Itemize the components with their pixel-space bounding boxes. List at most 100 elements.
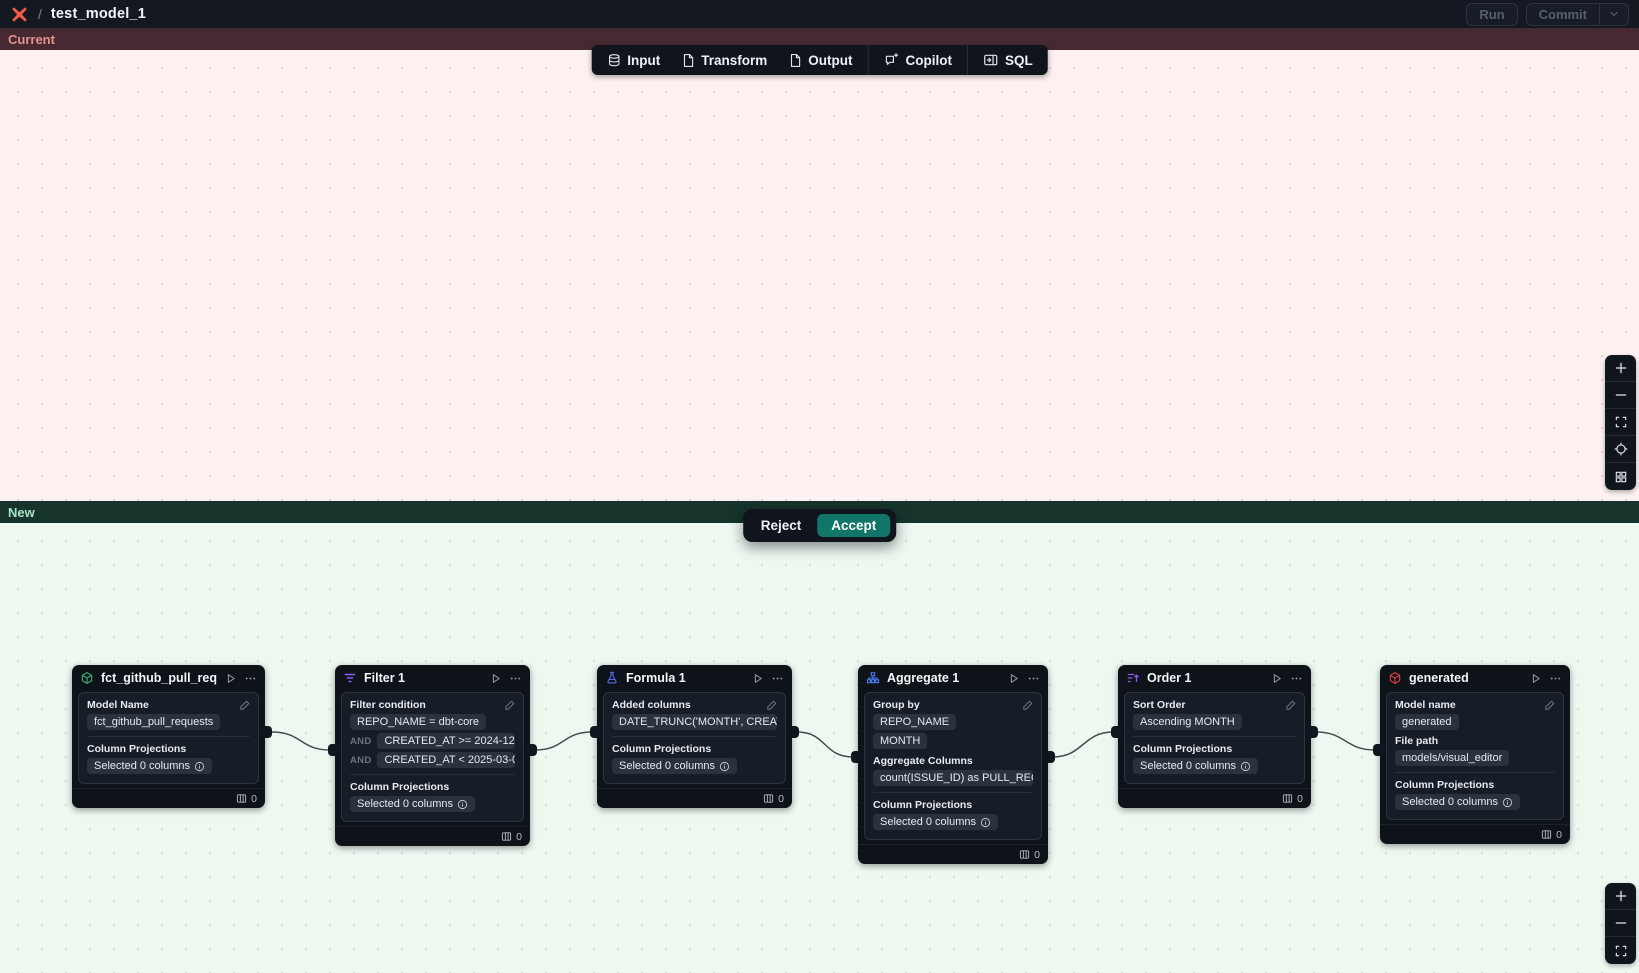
play-icon[interactable] bbox=[1007, 672, 1020, 685]
column-count: 0 bbox=[1297, 792, 1303, 805]
more-menu-icon[interactable] bbox=[244, 672, 257, 685]
filter-condition-chip[interactable]: CREATED_AT >= 2024-12-01 bbox=[377, 733, 515, 749]
current-label: Current bbox=[8, 31, 55, 47]
new-canvas[interactable]: Reject Accept fct_github_pull_requests M… bbox=[0, 509, 1639, 973]
edit-pencil-icon[interactable] bbox=[766, 699, 778, 711]
input-port[interactable] bbox=[1373, 744, 1385, 756]
model-name-chip[interactable]: generated bbox=[1395, 714, 1459, 730]
minus-icon bbox=[1615, 922, 1626, 924]
more-menu-icon[interactable] bbox=[509, 672, 522, 685]
column-count: 0 bbox=[516, 830, 522, 843]
play-icon[interactable] bbox=[224, 672, 237, 685]
fit-view-button[interactable] bbox=[1605, 937, 1636, 964]
toolbar-output-button[interactable]: Output bbox=[778, 53, 861, 68]
more-menu-icon[interactable] bbox=[1027, 672, 1040, 685]
divider bbox=[873, 792, 1033, 793]
plus-icon bbox=[1615, 362, 1626, 374]
group-by-chip[interactable]: REPO_NAME bbox=[873, 714, 957, 730]
info-icon bbox=[457, 799, 468, 809]
play-icon[interactable] bbox=[751, 672, 764, 685]
locate-button[interactable] bbox=[1605, 436, 1636, 463]
column-projections-chip[interactable]: Selected 0 columns bbox=[87, 758, 212, 774]
node-filter-1[interactable]: Filter 1 Filter condition REPO_NAME = db… bbox=[328, 665, 537, 846]
sort-order-chip[interactable]: Ascending MONTH bbox=[1133, 714, 1242, 730]
columns-icon bbox=[764, 794, 774, 803]
minimap-button[interactable] bbox=[1605, 463, 1636, 490]
input-port[interactable] bbox=[1111, 726, 1123, 738]
zoom-in-button[interactable] bbox=[1605, 355, 1636, 382]
node-formula-1[interactable]: Formula 1 Added columns DATE_TRUNC('MONT… bbox=[590, 665, 799, 808]
output-port[interactable] bbox=[787, 726, 799, 738]
file-path-chip[interactable]: models/visual_editor bbox=[1395, 750, 1510, 766]
toolbar-transform-button[interactable]: Transform bbox=[671, 53, 776, 68]
filter-condition-chip[interactable]: CREATED_AT < 2025-03-01 bbox=[377, 752, 515, 768]
run-button[interactable]: Run bbox=[1466, 2, 1518, 26]
node-settings-card: Sort Order Ascending MONTH Column Projec… bbox=[1124, 692, 1305, 784]
more-menu-icon[interactable] bbox=[1549, 672, 1562, 685]
fit-view-icon bbox=[1615, 945, 1626, 956]
reject-button[interactable]: Reject bbox=[749, 514, 814, 537]
column-projections-chip[interactable]: Selected 0 columns bbox=[350, 796, 475, 812]
aggregate-column-chip[interactable]: count(ISSUE_ID) as PULL_REQUEST_… bbox=[873, 770, 1033, 786]
review-actions: Reject Accept bbox=[742, 509, 897, 542]
chevron-down-icon[interactable] bbox=[1599, 3, 1628, 25]
value-chip[interactable]: fct_github_pull_requests bbox=[87, 714, 221, 730]
column-count: 0 bbox=[1034, 848, 1040, 861]
column-projections-chip[interactable]: Selected 0 columns bbox=[873, 814, 998, 830]
edit-pencil-icon[interactable] bbox=[504, 699, 516, 711]
node-footer: 0 bbox=[1118, 788, 1311, 808]
column-count: 0 bbox=[778, 792, 784, 805]
node-fct-github-pull-requests[interactable]: fct_github_pull_requests Model Name fct_… bbox=[72, 665, 272, 808]
locate-target-icon bbox=[1614, 442, 1627, 456]
zoom-out-button[interactable] bbox=[1605, 382, 1636, 409]
commit-button[interactable]: Commit bbox=[1538, 6, 1587, 22]
info-icon bbox=[980, 817, 991, 827]
formula-flask-icon bbox=[607, 671, 617, 684]
columns-icon bbox=[1283, 794, 1293, 803]
column-count: 0 bbox=[251, 792, 257, 805]
column-projections-chip[interactable]: Selected 0 columns bbox=[1133, 758, 1258, 774]
node-generated[interactable]: generated Model name generated File path… bbox=[1373, 665, 1570, 844]
output-port[interactable] bbox=[1043, 751, 1055, 763]
columns-icon bbox=[237, 794, 247, 803]
fit-view-button[interactable] bbox=[1605, 409, 1636, 436]
document-icon bbox=[790, 53, 800, 67]
group-by-chip[interactable]: MONTH bbox=[873, 733, 928, 749]
more-menu-icon[interactable] bbox=[1290, 672, 1303, 685]
play-icon[interactable] bbox=[1529, 672, 1542, 685]
current-canvas[interactable]: Input Transform Output Copilot bbox=[0, 45, 1639, 501]
filter-condition-chip[interactable]: REPO_NAME = dbt-core bbox=[350, 714, 486, 730]
output-port[interactable] bbox=[1306, 726, 1318, 738]
toolbar-copilot-button[interactable]: Copilot bbox=[875, 52, 962, 68]
column-projections-chip[interactable]: Selected 0 columns bbox=[1395, 794, 1520, 810]
new-label: New bbox=[8, 504, 35, 520]
edit-pencil-icon[interactable] bbox=[1022, 699, 1034, 711]
node-aggregate-1[interactable]: Aggregate 1 Group by REPO_NAME MONTH Agg… bbox=[851, 665, 1055, 864]
node-footer: 0 bbox=[72, 788, 265, 808]
play-icon[interactable] bbox=[489, 672, 502, 685]
info-icon bbox=[1502, 797, 1513, 807]
toolbar-input-button[interactable]: Input bbox=[597, 53, 669, 68]
output-port[interactable] bbox=[525, 744, 537, 756]
toolbar-sql-button[interactable]: SQL bbox=[974, 52, 1042, 68]
play-icon[interactable] bbox=[1270, 672, 1283, 685]
column-projections-chip[interactable]: Selected 0 columns bbox=[612, 758, 737, 774]
zoom-out-button[interactable] bbox=[1605, 910, 1636, 937]
node-order-1[interactable]: Order 1 Sort Order Ascending MONTH Colum… bbox=[1111, 665, 1318, 808]
accept-button[interactable]: Accept bbox=[817, 514, 891, 537]
commit-split-button[interactable]: Commit bbox=[1525, 2, 1629, 26]
edit-pencil-icon[interactable] bbox=[239, 699, 251, 711]
node-footer: 0 bbox=[1380, 824, 1570, 844]
output-model-icon bbox=[1389, 672, 1401, 684]
more-menu-icon[interactable] bbox=[771, 672, 784, 685]
app-logo-icon[interactable] bbox=[10, 5, 29, 24]
input-port[interactable] bbox=[851, 751, 863, 763]
output-port[interactable] bbox=[260, 726, 272, 738]
minus-icon bbox=[1615, 394, 1626, 396]
formula-chip[interactable]: DATE_TRUNC('MONTH', CREATED_AT… bbox=[612, 714, 777, 730]
zoom-in-button[interactable] bbox=[1605, 883, 1636, 910]
edit-pencil-icon[interactable] bbox=[1285, 699, 1297, 711]
edit-pencil-icon[interactable] bbox=[1544, 699, 1556, 711]
input-port[interactable] bbox=[590, 726, 602, 738]
input-port[interactable] bbox=[328, 744, 340, 756]
